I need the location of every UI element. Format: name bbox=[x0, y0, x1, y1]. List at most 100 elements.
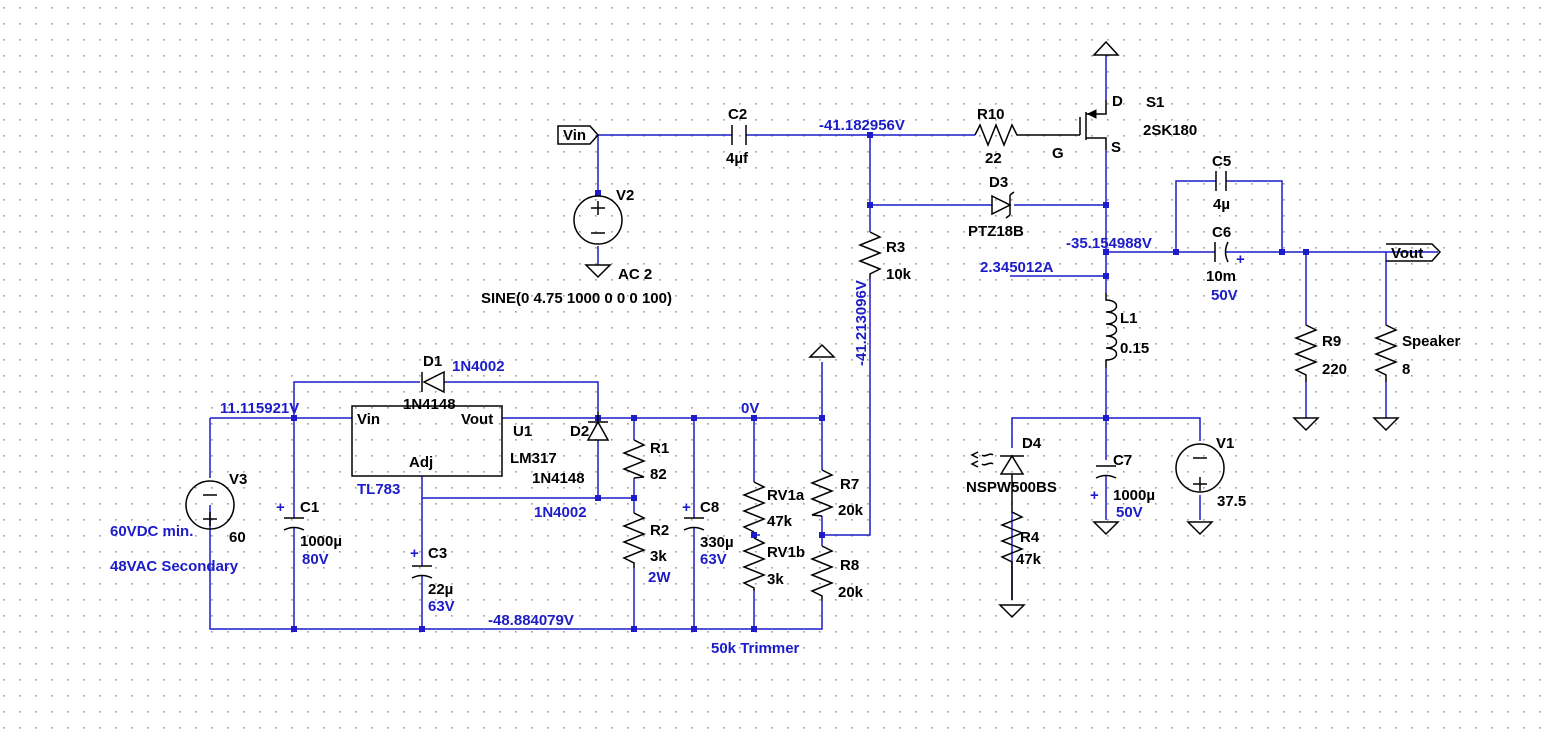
c1-plus: + bbox=[276, 499, 285, 516]
resistor-r8[interactable]: R8 20k bbox=[809, 545, 864, 601]
rv1b-value: 3k bbox=[767, 571, 784, 588]
vin-port-label: Vin bbox=[563, 127, 586, 144]
c1-value: 1000µ bbox=[300, 533, 342, 550]
r2-power: 2W bbox=[648, 569, 671, 586]
v2-function: SINE(0 4.75 1000 0 0 0 100) bbox=[481, 290, 672, 307]
v3-note1: 60VDC min. bbox=[110, 523, 193, 540]
potentiometer-rv1b[interactable]: RV1b 3k bbox=[741, 537, 805, 591]
r7-name: R7 bbox=[840, 476, 859, 493]
c3-voltage: 63V bbox=[428, 598, 455, 615]
v1-name: V1 bbox=[1216, 435, 1234, 452]
readout-r3-node: -41.213096V bbox=[853, 280, 870, 366]
r9-name: R9 bbox=[1322, 333, 1341, 350]
diode-d1[interactable]: D1 1N4002 1N4148 bbox=[403, 353, 505, 413]
c8-plus: + bbox=[682, 499, 691, 516]
d3-part: PTZ18B bbox=[968, 223, 1024, 240]
node-readouts: -41.182956V -41.213096V -35.154988V 2.34… bbox=[220, 117, 1152, 629]
resistor-r10[interactable]: R10 22 bbox=[974, 106, 1080, 167]
c2-value: 4µf bbox=[726, 150, 749, 167]
c8-voltage: 63V bbox=[700, 551, 727, 568]
u1-pin-vout: Vout bbox=[461, 411, 493, 428]
v3-name: V3 bbox=[229, 471, 247, 488]
u1-name: U1 bbox=[513, 423, 532, 440]
readout-l1-current: 2.345012A bbox=[980, 259, 1054, 276]
u1-part2: TL783 bbox=[357, 481, 400, 498]
capacitor-c5[interactable]: C5 4µ bbox=[1212, 153, 1231, 213]
r9-value: 220 bbox=[1322, 361, 1347, 378]
c8-value: 330µ bbox=[700, 534, 734, 551]
d2-part2: 1N4002 bbox=[534, 504, 587, 521]
vin-port[interactable]: Vin bbox=[557, 125, 600, 145]
mosfet-s1[interactable]: S1 2SK180 D G S bbox=[1052, 93, 1197, 162]
c3-name: C3 bbox=[428, 545, 447, 562]
ac-source-v2[interactable]: V2 AC 2 SINE(0 4.75 1000 0 0 0 100) bbox=[481, 187, 672, 307]
c6-name: C6 bbox=[1212, 224, 1231, 241]
c6-plus: + bbox=[1236, 251, 1245, 268]
v3-value: 60 bbox=[229, 529, 246, 546]
c3-value: 22µ bbox=[428, 581, 453, 598]
r8-value: 20k bbox=[838, 584, 864, 601]
inductor-l1[interactable]: L1 0.15 bbox=[1105, 293, 1149, 368]
d1-part2: 1N4148 bbox=[403, 396, 456, 413]
s1-name: S1 bbox=[1146, 94, 1164, 111]
d3-name: D3 bbox=[989, 174, 1008, 191]
resistor-r3[interactable]: R3 10k bbox=[857, 231, 912, 283]
r10-name: R10 bbox=[977, 106, 1005, 123]
resistor-r1[interactable]: R1 82 bbox=[621, 439, 669, 483]
v2-name: V2 bbox=[616, 187, 634, 204]
dc-source-v1[interactable]: V1 37.5 bbox=[1175, 435, 1246, 536]
v2-value: AC 2 bbox=[618, 266, 652, 283]
r3-name: R3 bbox=[886, 239, 905, 256]
u1-pin-adj: Adj bbox=[409, 454, 433, 471]
c6-value: 10m bbox=[1206, 268, 1236, 285]
capacitor-c2[interactable]: C2 4µf bbox=[726, 106, 749, 167]
resistor-speaker[interactable]: Speaker 8 bbox=[1372, 324, 1461, 432]
c6-voltage: 50V bbox=[1211, 287, 1238, 304]
c1-voltage: 80V bbox=[302, 551, 329, 568]
drain-supply-symbol bbox=[1092, 40, 1120, 56]
capacitor-c7[interactable]: + C7 1000µ 50V bbox=[1090, 452, 1155, 536]
capacitor-c1[interactable]: + C1 1000µ 80V bbox=[276, 499, 342, 568]
rv1a-name: RV1a bbox=[767, 487, 805, 504]
c7-plus: + bbox=[1090, 487, 1099, 504]
resistor-r2[interactable]: R2 3k 2W bbox=[621, 512, 671, 586]
d1-name: D1 bbox=[423, 353, 442, 370]
readout-gate-node: -41.182956V bbox=[819, 117, 905, 134]
regulator-u1[interactable]: Vin Vout Adj U1 LM317 TL783 bbox=[351, 405, 557, 498]
capacitor-c8[interactable]: + C8 330µ 63V bbox=[682, 499, 734, 568]
u1-pin-vin: Vin bbox=[357, 411, 380, 428]
readout-v3-node: 11.115921V bbox=[220, 400, 299, 417]
readout-zero-node: 0V bbox=[741, 400, 759, 417]
v3-note2: 48VAC Secondary bbox=[110, 558, 239, 575]
capacitor-c3[interactable]: + C3 22µ 63V bbox=[410, 545, 455, 615]
c3-plus: + bbox=[410, 545, 419, 562]
c7-name: C7 bbox=[1113, 452, 1132, 469]
v1-value: 37.5 bbox=[1217, 493, 1246, 510]
capacitor-c6[interactable]: + C6 10m 50V bbox=[1206, 224, 1245, 304]
d4-name: D4 bbox=[1022, 435, 1042, 452]
speaker-name: Speaker bbox=[1402, 333, 1461, 350]
diode-d3[interactable]: D3 PTZ18B bbox=[968, 174, 1024, 240]
l1-value: 0.15 bbox=[1120, 340, 1149, 357]
r4-value: 47k bbox=[1016, 551, 1042, 568]
c5-value: 4µ bbox=[1213, 196, 1230, 213]
s1-pin-g: G bbox=[1052, 145, 1064, 162]
vout-port[interactable]: Vout bbox=[1386, 243, 1442, 262]
r3-value: 10k bbox=[886, 266, 912, 283]
c1-name: C1 bbox=[300, 499, 319, 516]
led-d4[interactable]: D4 NSPW500BS bbox=[966, 435, 1057, 496]
rv1b-name: RV1b bbox=[767, 544, 805, 561]
dc-source-v3[interactable]: V3 60 60VDC min. 48VAC Secondary bbox=[110, 471, 247, 575]
d1-part1: 1N4002 bbox=[452, 358, 505, 375]
r10-value: 22 bbox=[985, 150, 1002, 167]
diode-d2[interactable]: D2 1N4148 1N4002 bbox=[532, 412, 610, 521]
vout-port-label: Vout bbox=[1391, 245, 1423, 262]
resistor-r9[interactable]: R9 220 bbox=[1292, 324, 1347, 432]
potentiometer-rv1a[interactable]: RV1a 47k bbox=[741, 481, 805, 533]
s1-pin-s: S bbox=[1111, 139, 1121, 156]
resistor-r4[interactable]: R4 47k bbox=[998, 490, 1042, 619]
resistor-r7[interactable]: R7 20k bbox=[808, 343, 864, 519]
u1-part1: LM317 bbox=[510, 450, 557, 467]
r1-value: 82 bbox=[650, 466, 667, 483]
